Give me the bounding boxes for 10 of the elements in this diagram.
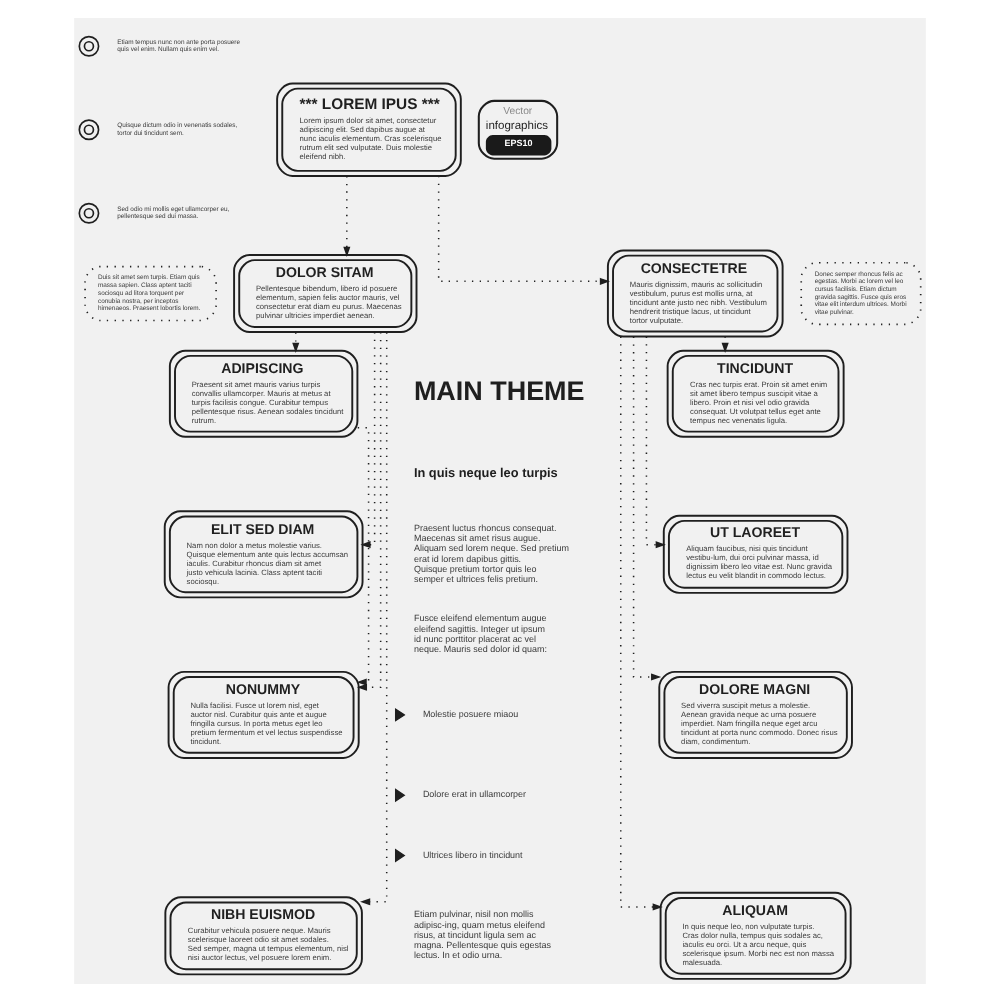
arrow xyxy=(632,335,662,680)
arrow xyxy=(620,334,663,910)
arrow xyxy=(645,334,666,548)
arrow xyxy=(437,174,610,284)
arrow xyxy=(360,330,376,548)
arrow xyxy=(360,330,388,905)
arrow xyxy=(356,426,370,685)
arrow xyxy=(343,174,351,256)
label: MAIN THEME xyxy=(413,374,585,405)
arrow xyxy=(356,330,382,690)
